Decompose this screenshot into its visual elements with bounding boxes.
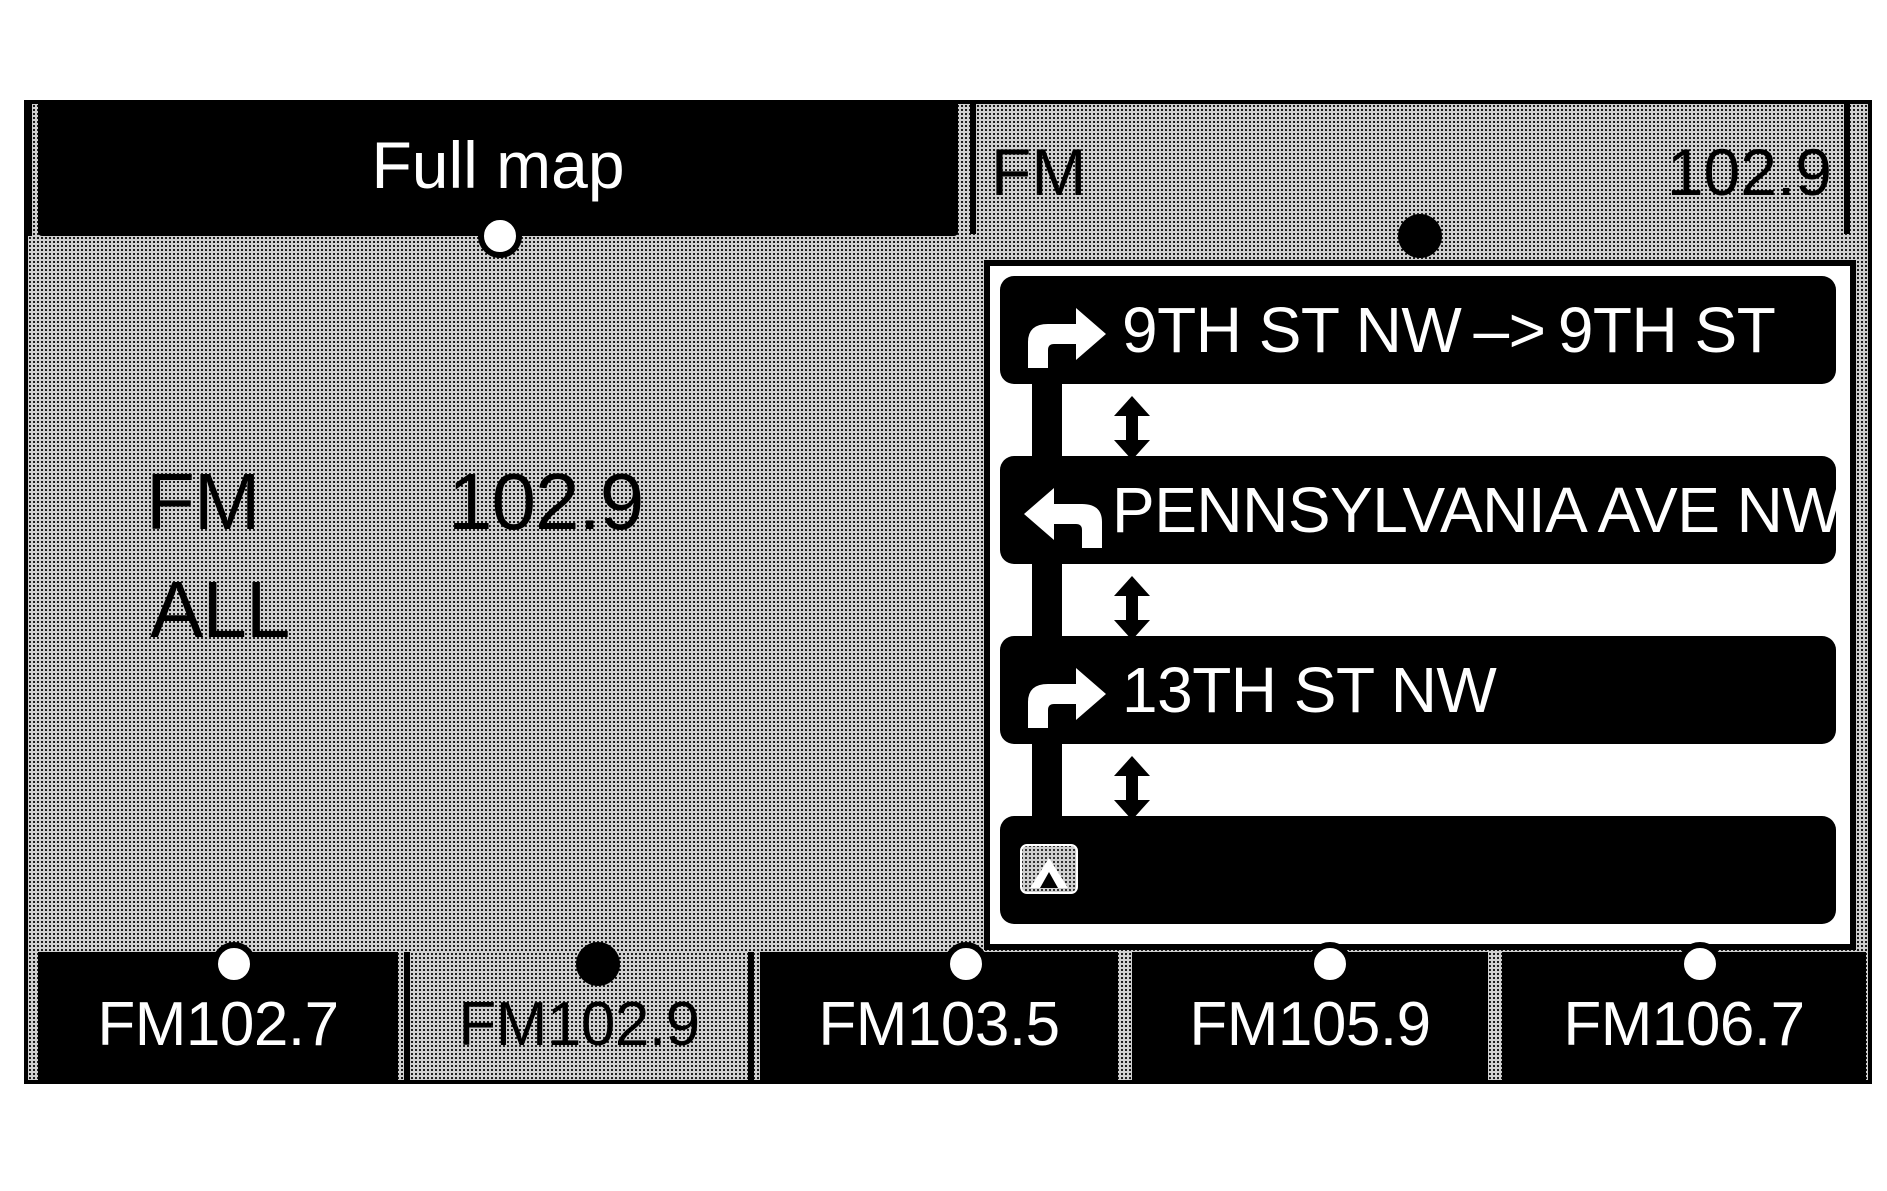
full-map-tab-label: Full map (371, 128, 625, 202)
preset-label: FM102.9 (458, 989, 700, 1059)
turn-list-panel: 9TH ST NW –> 9TH ST PENNSYLVANIA AVE NW … (984, 260, 1856, 950)
knob-indicator-preset-5 (1678, 942, 1722, 986)
header-divider-left (970, 104, 976, 234)
right-turn-icon (1028, 668, 1106, 728)
preset-button-3[interactable]: FM103.5 (760, 952, 1118, 1080)
up-down-arrow-icon (1114, 576, 1150, 640)
station-frequency: 102.9 (448, 457, 644, 546)
left-turn-icon (1024, 488, 1102, 548)
knob-indicator-header (1398, 214, 1442, 258)
preset-label: FM103.5 (818, 989, 1060, 1059)
turn-step-1[interactable]: 9TH ST NW –> 9TH ST (1000, 276, 1836, 384)
nav-radio-screen: Full map FM 102.9 FM 102.9 ALL 9TH ST NW… (24, 100, 1872, 1084)
knob-indicator-preset-1 (212, 942, 256, 986)
turn-step-3-label: 13TH ST NW (1122, 654, 1497, 726)
preset-bar: FM102.7 FM102.9 FM103.5 FM105.9 FM106.7 (38, 952, 1866, 1080)
route-connector-line (1032, 336, 1062, 876)
preset-label: FM106.7 (1563, 989, 1805, 1059)
preset-label: FM102.7 (97, 989, 339, 1059)
turn-step-1-label: 9TH ST NW –> 9TH ST (1122, 294, 1776, 366)
turn-step-2[interactable]: PENNSYLVANIA AVE NW (1000, 456, 1843, 564)
preset-label: FM105.9 (1189, 989, 1431, 1059)
turn-step-3[interactable]: 13TH ST NW (1000, 636, 1836, 744)
station-category: ALL (150, 565, 290, 654)
knob-indicator-preset-3 (944, 942, 988, 986)
header-frequency: 102.9 (1666, 135, 1832, 209)
knob-indicator-full-map (478, 214, 522, 258)
destination-icon (1020, 844, 1078, 894)
knob-indicator-preset-2 (576, 942, 620, 986)
audio-source-header[interactable]: FM 102.9 (983, 104, 1838, 214)
right-turn-icon (1028, 308, 1106, 368)
up-down-arrow-icon (1114, 396, 1150, 460)
turn-step-2-label: PENNSYLVANIA AVE NW (1112, 474, 1843, 546)
header-band-label: FM (991, 135, 1087, 209)
preset-button-1[interactable]: FM102.7 (38, 952, 398, 1080)
header-divider-right (1844, 104, 1850, 234)
station-band: FM (146, 457, 261, 546)
up-down-arrow-icon (1114, 756, 1150, 820)
turn-step-destination[interactable] (1000, 816, 1836, 924)
knob-indicator-preset-4 (1308, 942, 1352, 986)
